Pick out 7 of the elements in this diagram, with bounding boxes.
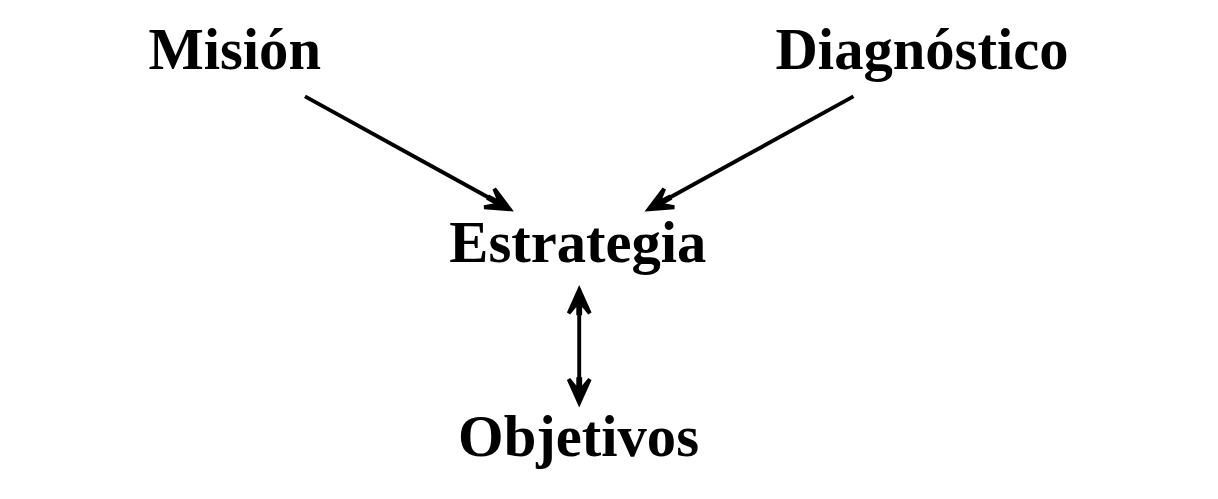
node-text: Estrategia — [448, 210, 706, 276]
arrow — [646, 94, 854, 212]
arrow — [566, 287, 592, 405]
node-text: Diagnóstico — [775, 16, 1069, 82]
arrow — [303, 94, 512, 212]
node-text: Objetivos — [457, 403, 699, 469]
node-text: Misión — [147, 16, 321, 82]
